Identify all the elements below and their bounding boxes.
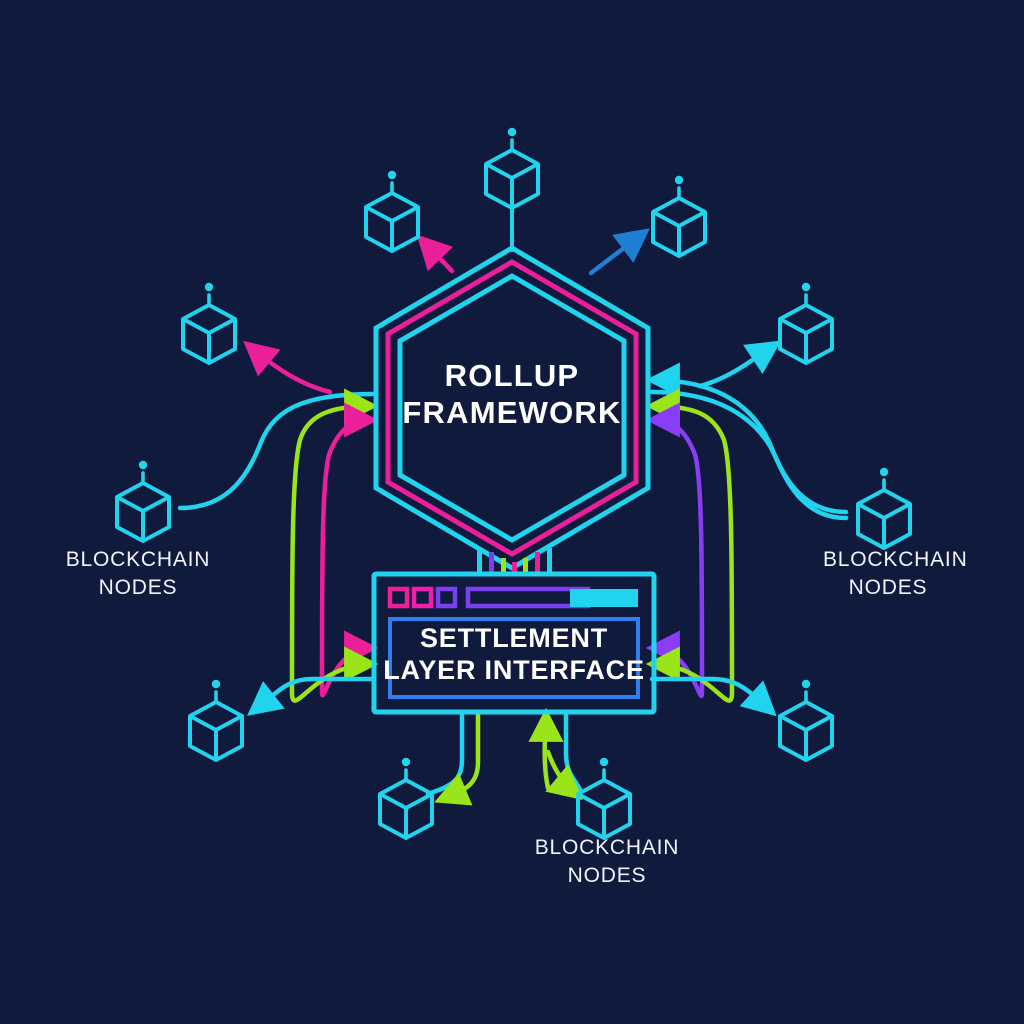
hexagon-ring-inner bbox=[397, 273, 627, 543]
connection-paths bbox=[177, 206, 849, 806]
arrow-settlement-to-node-right-lower bbox=[649, 676, 777, 717]
caption-bottom-line2: NODES bbox=[568, 864, 647, 887]
connector-bar-5 bbox=[523, 558, 528, 576]
settlement-content-frame bbox=[388, 617, 640, 699]
hex-to-box-connectors bbox=[477, 548, 552, 576]
arrow-loop-green-right-to-settlement bbox=[645, 646, 735, 703]
titlebar-square-2[interactable] bbox=[411, 586, 434, 609]
arrow-settlement-to-hex-left-magenta bbox=[319, 402, 379, 693]
arrow-hex-to-node-left-upper bbox=[243, 340, 333, 395]
arrow-settlement-to-hex-left-green bbox=[289, 388, 379, 695]
link-node-left-mid-to-hex bbox=[177, 391, 375, 511]
settlement-title-line1: SETTLEMENT bbox=[420, 623, 608, 653]
captions: BLOCKCHAIN NODES BLOCKCHAIN NODES BLOCKC… bbox=[66, 548, 968, 887]
caption-right-line2: NODES bbox=[849, 576, 928, 599]
titlebar-square-3[interactable] bbox=[435, 586, 458, 609]
titlebar-action-block[interactable] bbox=[570, 589, 638, 607]
connector-bar-7 bbox=[547, 548, 552, 576]
link-node-right-mid-to-hex-b bbox=[649, 389, 849, 521]
rollup-framework-title-line1: ROLLUP bbox=[445, 358, 580, 393]
settlement-title-line2: LAYER INTERFACE bbox=[383, 655, 645, 685]
settlement-box-frame bbox=[371, 571, 657, 715]
arrow-hex-to-node-top-right bbox=[588, 228, 651, 276]
arrow-settlement-to-hex-right-purple bbox=[645, 402, 705, 693]
connector-bar-1 bbox=[477, 548, 482, 576]
arrow-loop-green-to-settlement bbox=[289, 646, 379, 703]
caption-bottom-line1: BLOCKCHAIN bbox=[535, 836, 680, 859]
arrow-settlement-to-hex-right-green bbox=[645, 388, 735, 695]
arrow-settlement-to-node-bottom-right bbox=[545, 749, 583, 801]
connector-bar-3 bbox=[501, 558, 506, 576]
arrow-hex-to-node-right-upper bbox=[697, 340, 782, 389]
titlebar-square-1[interactable] bbox=[387, 586, 410, 609]
arrow-settlement-to-node-bottom-left bbox=[434, 709, 481, 806]
caption-right-line1: BLOCKCHAIN bbox=[823, 548, 968, 571]
connector-bar-4 bbox=[512, 562, 517, 576]
arrow-hex-to-node-top-left bbox=[416, 234, 455, 274]
arrow-settlement-to-node-left-lower bbox=[247, 676, 375, 716]
caption-left-line1: BLOCKCHAIN bbox=[66, 548, 211, 571]
caption-left-line2: NODES bbox=[99, 576, 178, 599]
connector-bar-6 bbox=[535, 552, 540, 576]
rollup-framework-title-line2: FRAMEWORK bbox=[402, 395, 621, 430]
connector-bar-2 bbox=[489, 552, 494, 576]
settlement-layer-interface-node[interactable]: SETTLEMENT LAYER INTERFACE bbox=[371, 571, 657, 715]
hexagon-ring-middle bbox=[385, 259, 639, 557]
